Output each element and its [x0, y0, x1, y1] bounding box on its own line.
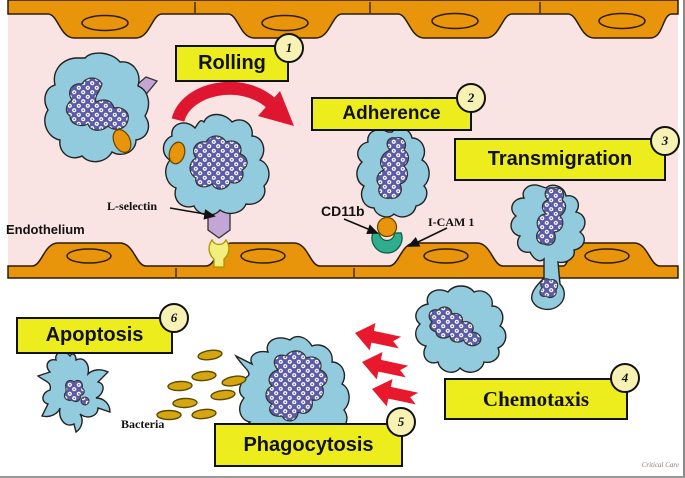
neutrophil-phagocytosing [234, 335, 350, 449]
neutrophil-nucleus [189, 135, 248, 190]
bacteria-cluster [156, 349, 247, 421]
step-box-apoptosis: Apoptosis [16, 317, 173, 354]
bacterium-icon [191, 370, 217, 382]
chemotaxis-arrows [355, 323, 419, 407]
neutrophil-rolling [162, 113, 270, 239]
step-number-badge: 1 [274, 33, 304, 63]
bacterium-icon [191, 408, 217, 420]
step-label: Rolling [198, 52, 266, 74]
step-number: 2 [467, 90, 475, 105]
step-number: 5 [397, 414, 405, 429]
cd11b-arrowhead [366, 224, 379, 235]
cd11b-pointer-arrow [343, 218, 369, 230]
neutrophil-nucleus [539, 278, 559, 299]
icam1-receptor-icon [371, 232, 403, 254]
endothelial-cell-nuclei [81, 12, 646, 32]
l-selectin-arrowhead [203, 209, 216, 220]
step-box-chemotaxis: Chemotaxis [444, 378, 628, 420]
step-number-badge: 5 [386, 407, 416, 437]
neutrophil-chemotaxis [415, 285, 507, 373]
step-label: Adherence [342, 103, 441, 124]
icam1-pointer-arrow [417, 227, 448, 243]
neutrophil-transmigrating [510, 184, 586, 311]
step-box-transmigration: Transmigration [454, 138, 666, 181]
step-number: 6 [170, 310, 178, 325]
neutrophil-apoptotic [36, 350, 111, 434]
journal-credit-label: Critical Care [641, 461, 679, 469]
step-number-badge: 2 [456, 83, 486, 113]
step-box-phagocytosis: Phagocytosis [214, 423, 403, 467]
bacterium-icon [210, 389, 236, 401]
neutrophil-nucleus [376, 137, 410, 199]
cd11b-label: CD11b [321, 203, 365, 219]
bacterium-icon [172, 397, 198, 409]
icam1-label: I-CAM 1 [428, 215, 475, 229]
step-box-rolling: Rolling [175, 45, 289, 82]
step-label: Transmigration [487, 148, 633, 170]
neutrophil-nucleus [535, 187, 567, 246]
step-number: 4 [621, 370, 629, 385]
cd11b-granule-icon [112, 128, 132, 154]
step-number-badge: 4 [610, 363, 640, 393]
endothelium-top-band [7, 0, 679, 39]
rolling-direction-arrow [171, 81, 294, 126]
endothelial-cell-nuclei [66, 248, 630, 264]
step-number: 3 [661, 133, 669, 148]
neutrophil-adherent [356, 127, 430, 238]
step-number: 1 [285, 40, 293, 55]
icam1-arrowhead [407, 236, 421, 247]
neutrophil-nucleus [428, 306, 482, 347]
endothelium-label: Endothelium [6, 222, 85, 237]
cd11b-integrin-icon [376, 216, 398, 238]
step-label: Apoptosis [45, 324, 144, 346]
bacterium-icon [197, 349, 223, 361]
bacterium-icon [167, 380, 193, 392]
chemotaxis-direction-arrow [362, 352, 409, 380]
neutrophil-nucleus [80, 396, 90, 406]
neutrophil-nucleus [65, 77, 129, 131]
bacterium-icon [156, 409, 182, 421]
step-number-badge: 3 [650, 126, 680, 156]
endothelial-junctions [194, 2, 541, 13]
selectin-ligand-icon [208, 238, 230, 268]
chemotaxis-direction-arrow [355, 323, 402, 351]
chemotaxis-direction-arrow [372, 379, 419, 407]
neutrophil-nucleus [63, 379, 85, 403]
cell-body [510, 184, 586, 311]
step-number-badge: 6 [159, 303, 189, 333]
step-label: Phagocytosis [243, 433, 374, 456]
neutrophil-circulating [44, 52, 159, 163]
l-selectin-label: L-selectin [107, 199, 157, 213]
l-selectin-pointer-arrow [169, 207, 206, 215]
neutrophil-nucleus [265, 350, 328, 422]
annotation-arrows [169, 207, 448, 247]
step-label: Chemotaxis [482, 386, 590, 411]
endothelial-junctions [175, 268, 355, 277]
step-box-adherence: Adherence [311, 97, 472, 131]
bacteria-label: Bacteria [121, 417, 165, 431]
cd11b-granule-icon [168, 141, 186, 165]
bacterium-icon [221, 375, 247, 387]
